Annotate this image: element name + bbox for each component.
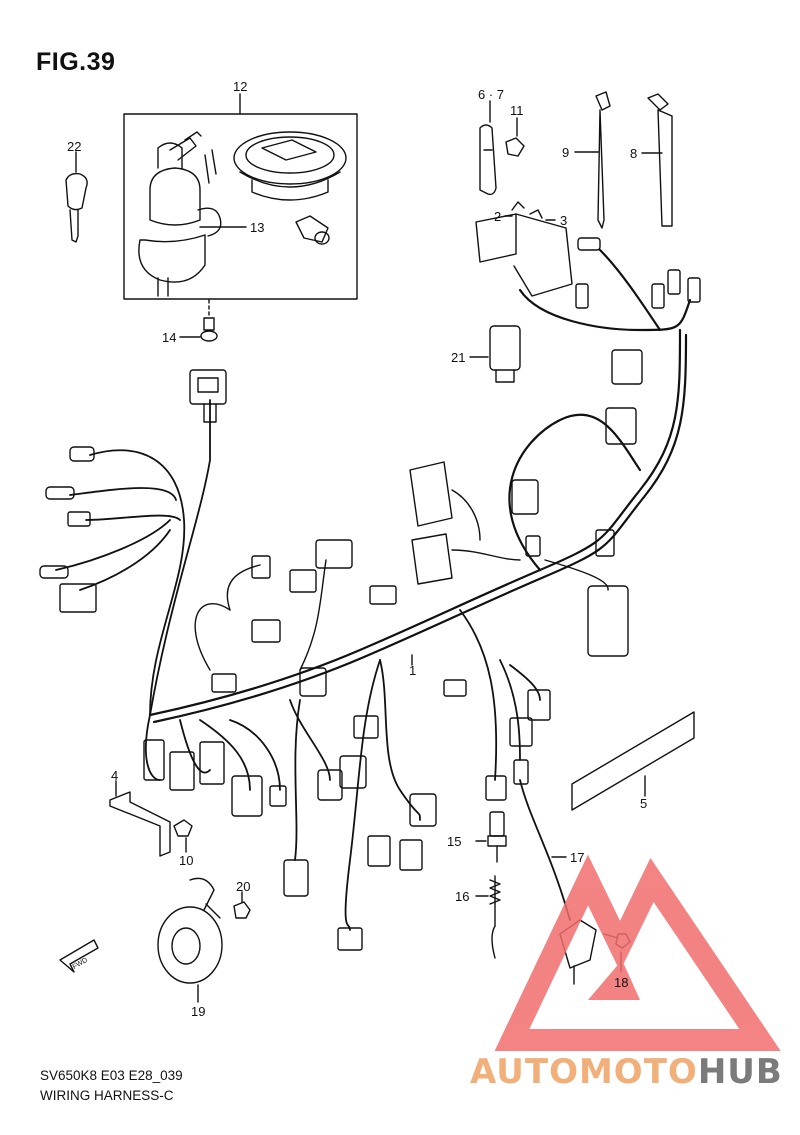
watermark-text: AUTOMOTOHUB (470, 1052, 783, 1092)
lock-cylinder (295, 215, 330, 245)
spring-16 (489, 875, 501, 959)
connector-top-left (189, 369, 227, 423)
callout-18: 18 (614, 975, 629, 990)
ignition-switch (138, 131, 222, 297)
figure-caption: WIRING HARNESS-C (40, 1088, 174, 1103)
callout-19: 19 (191, 1004, 206, 1019)
callout-16: 16 (455, 889, 470, 904)
model-code: SV650K8 E03 E28_039 (40, 1068, 183, 1083)
callout-20: 20 (236, 879, 251, 894)
callout-3: 3 (560, 213, 568, 228)
bullet-connectors-left (39, 446, 97, 613)
callout-2: 2 (494, 209, 502, 224)
horn-19 (157, 877, 223, 984)
callout-17: 17 (570, 850, 585, 865)
main-harness (148, 248, 692, 724)
watermark-part-a: AUTOMOTO (470, 1052, 698, 1092)
callout-11: 10 (179, 853, 194, 868)
key-blank (65, 172, 88, 243)
callout-21: 21 (451, 350, 466, 365)
callout-10: 11 (510, 103, 524, 118)
cable-tie-8 (647, 93, 673, 227)
fwd-arrow-icon (59, 939, 99, 973)
bolt-11 (173, 819, 193, 837)
bolt-20 (233, 901, 251, 919)
callout-13: 13 (250, 220, 265, 235)
bracket-4 (109, 791, 171, 857)
callout-9: 9 (562, 145, 570, 160)
fuel-cap-lock (233, 131, 347, 201)
callout-22: 22 (67, 139, 82, 154)
callout-12: 12 (233, 79, 248, 94)
callout-8: 8 (630, 146, 638, 161)
connectors-lower-left (143, 739, 287, 817)
relay-21 (489, 325, 521, 383)
connectors-right (511, 237, 701, 657)
callout-1: 1 (409, 663, 417, 678)
fwd-label: FWD (72, 957, 89, 971)
callout-5: 5 (640, 796, 648, 811)
watermark-logo-icon (494, 854, 781, 1051)
ignition-set-box (123, 113, 358, 300)
callout-15: 15 (447, 834, 462, 849)
bolt-10 (505, 137, 525, 157)
connectors-middle (194, 539, 397, 697)
left-branches (55, 399, 281, 791)
ecu-connectors (409, 461, 521, 585)
screw-14 (200, 317, 218, 342)
switch-15 (487, 811, 507, 863)
callout-14: 14 (162, 330, 177, 345)
fuse-box (475, 201, 573, 297)
clamp-6-7 (479, 124, 497, 196)
callout-4: 4 (111, 768, 119, 783)
pad-5 (571, 711, 695, 811)
figure-title: FIG.39 (36, 48, 116, 76)
watermark-part-b: HUB (697, 1052, 783, 1092)
cable-tie-9 (595, 91, 611, 229)
callout-6-7: 6 · 7 (478, 87, 505, 102)
connectors-lower-center (283, 679, 551, 951)
